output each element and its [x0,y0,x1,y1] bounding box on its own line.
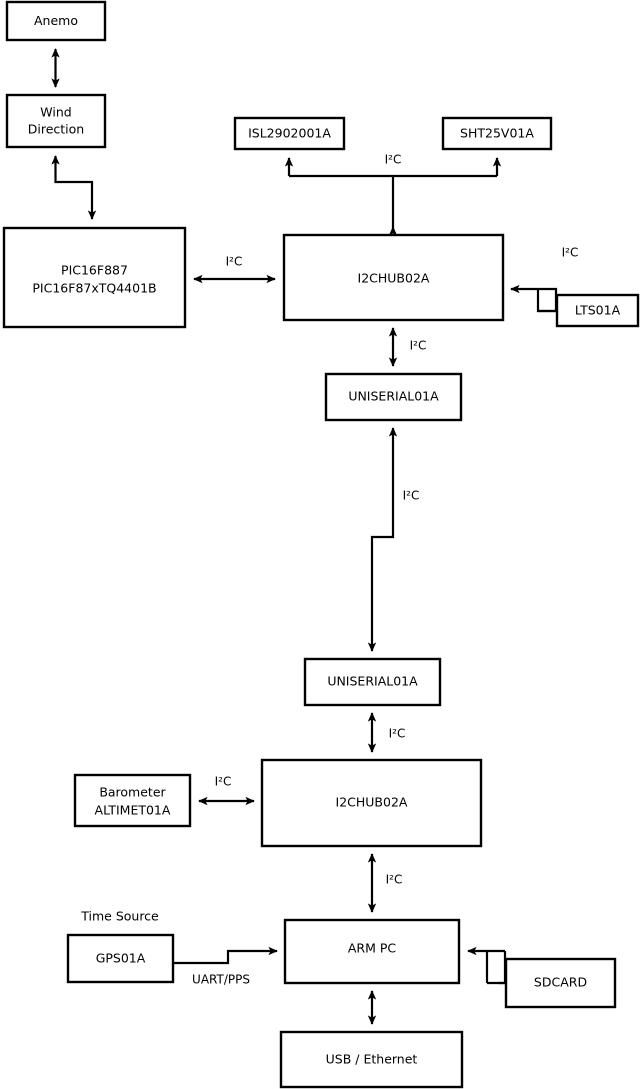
block-arm-pc-label: ARM PC [348,941,397,956]
edge-label-hub-armpc: I²C [386,873,403,887]
block-pic-rect[interactable] [2,226,187,329]
block-uniserial01a-top-label: UNISERIAL01A [348,389,439,404]
block-isl2902001a-rect[interactable] [233,116,346,151]
block-sdcard[interactable]: SDCARD [504,957,617,1009]
block-lts01a[interactable]: LTS01A [555,293,640,328]
block-wind-direction[interactable]: Wind Direction [5,93,107,149]
block-pic[interactable]: PIC16F887 PIC16F87xTQ4401B [2,226,187,329]
block-usb-ethernet[interactable]: USB / Ethernet [279,1030,464,1089]
block-wind-direction-label-line2: Direction [28,122,84,137]
edge-label-uniserial-hubbot: I²C [389,727,406,741]
block-i2chub02a-bottom-label: I2CHUB02A [336,795,408,810]
block-sdcard-label: SDCARD [534,975,587,990]
connector-gps-armpc [173,946,278,965]
block-uniserial01a-bottom[interactable]: UNISERIAL01A [303,657,442,707]
block-sdcard-rect[interactable] [504,957,617,1009]
edge-label-hub-lts: I²C [562,246,579,260]
block-arm-pc[interactable]: ARM PC [283,918,461,985]
block-isl2902001a-label: ISL2902001A [248,126,331,141]
block-uniserial01a-bottom-label: UNISERIAL01A [327,674,418,689]
block-lts01a-rect[interactable] [555,293,640,328]
block-uniserial01a-top-rect[interactable] [324,372,463,422]
block-lts01a-label: LTS01A [575,303,621,318]
block-gps01a-rect[interactable] [66,933,175,984]
block-anemo[interactable]: Anemo [5,0,107,42]
connector-sdcard-loop [498,951,507,985]
block-usb-ethernet-rect[interactable] [279,1030,464,1089]
block-arm-pc-rect[interactable] [283,918,461,985]
block-barometer-label-line1: Barometer [99,785,166,800]
block-gps01a-label: GPS01A [96,951,146,966]
block-wind-direction-rect[interactable] [5,93,107,149]
connector-uniserial-link [367,427,398,652]
block-barometer-rect[interactable] [73,773,192,828]
edge-label-hub-uniserial: I²C [410,339,427,353]
block-uniserial01a-top[interactable]: UNISERIAL01A [324,372,463,422]
block-gps01a[interactable]: GPS01A [66,933,175,984]
block-wind-direction-label-line1: Wind [40,105,71,120]
block-barometer-label-line2: ALTIMET01A [95,803,171,818]
block-barometer[interactable]: Barometer ALTIMET01A [73,773,192,828]
block-pic-label-line1: PIC16F887 [61,263,128,278]
block-sht25v01a-label: SHT25V01A [460,126,534,141]
label-time-source: Time Source [80,909,159,924]
block-i2chub02a-bottom-rect[interactable] [260,758,483,848]
block-i2chub02a-top-label: I2CHUB02A [358,271,430,286]
connector-wind-pic [51,155,97,220]
block-usb-ethernet-label: USB / Ethernet [326,1052,418,1067]
block-i2chub02a-top[interactable]: I2CHUB02A [282,233,505,322]
connector-lts-to-hubtop [510,284,558,311]
block-sht25v01a[interactable]: SHT25V01A [441,116,553,151]
edge-label-uniserial-link: I²C [403,489,420,503]
edge-label-barometer-hub: I²C [215,775,232,789]
block-uniserial01a-bottom-rect[interactable] [303,657,442,707]
block-anemo-rect[interactable] [5,0,107,42]
block-pic-label-line2: PIC16F87xTQ4401B [32,281,156,296]
edge-label-pic-hub: I²C [226,255,243,269]
block-isl2902001a[interactable]: ISL2902001A [233,116,346,151]
edge-label-gps-armpc: UART/PPS [192,973,250,987]
block-sht25v01a-rect[interactable] [441,116,553,151]
block-i2chub02a-top-rect[interactable] [282,233,505,322]
block-i2chub02a-bottom[interactable]: I2CHUB02A [260,758,483,848]
block-anemo-label: Anemo [34,13,78,28]
edge-label-sensor-bus: I²C [385,153,402,167]
